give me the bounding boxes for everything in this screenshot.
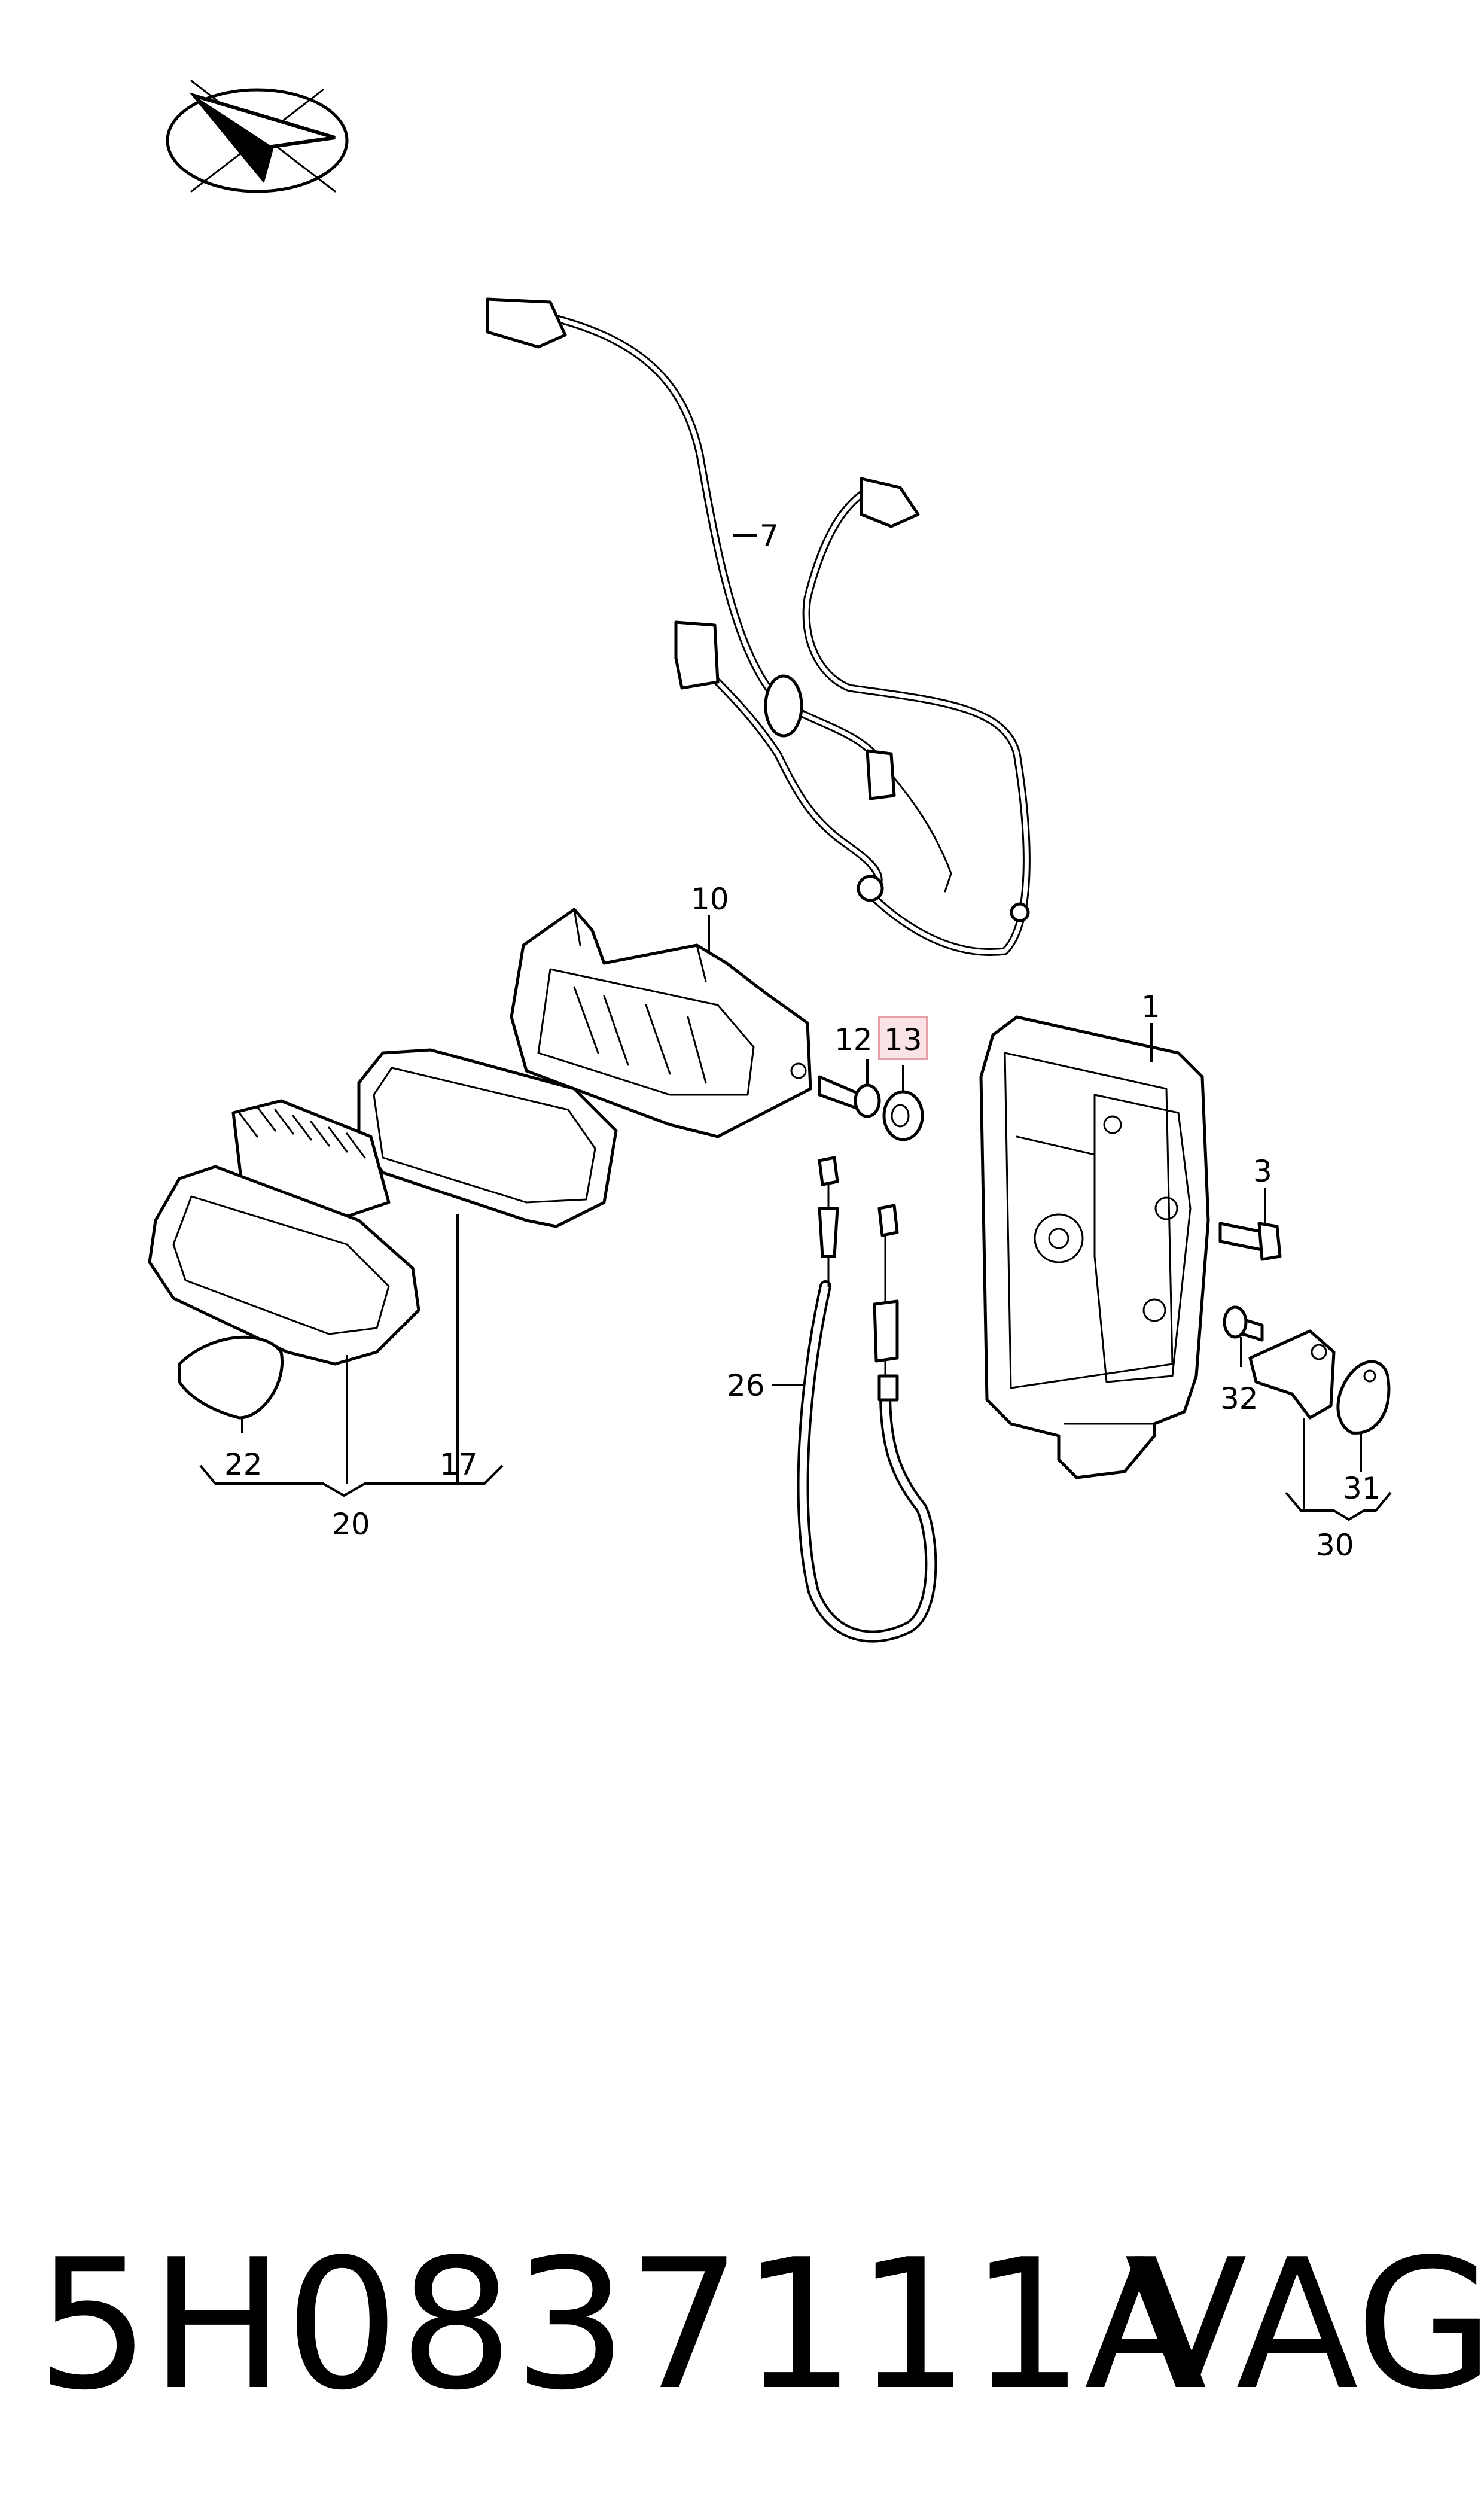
gasket-17	[357, 1048, 618, 1228]
label-3: 3	[1253, 1154, 1272, 1189]
label-10: 10	[691, 882, 729, 917]
label-12: 12	[834, 1022, 873, 1057]
orientation-arrow-icon	[166, 80, 349, 193]
door-handle	[148, 1099, 420, 1366]
label-17: 17	[440, 1447, 478, 1482]
label-13-highlight	[878, 1016, 928, 1060]
handle-carrier	[510, 908, 812, 1138]
label-26: 26	[727, 1368, 765, 1403]
brand-name: VAG	[1125, 2221, 1484, 2429]
screw-12	[818, 1075, 881, 1118]
group-bracket-20	[199, 1214, 504, 1497]
striker-plate	[1223, 1305, 1391, 1435]
washer-13	[882, 1090, 924, 1141]
group-bracket-30	[1285, 1418, 1392, 1521]
label-32: 32	[1220, 1381, 1258, 1416]
label-20: 20	[332, 1507, 370, 1542]
label-30: 30	[1316, 1528, 1354, 1563]
label-1: 1	[1141, 989, 1160, 1024]
wiring-harness	[486, 297, 1031, 956]
handle-cap	[178, 1335, 284, 1420]
door-lock	[979, 1015, 1210, 1479]
label-22: 22	[224, 1447, 263, 1482]
bolt-3	[1218, 1222, 1282, 1261]
bowden-cables	[797, 1156, 937, 1643]
label-31: 31	[1343, 1471, 1381, 1506]
part-number: 5H0837111A	[36, 2221, 1208, 2429]
label-7: 7	[760, 519, 779, 553]
label-13: 13	[884, 1022, 922, 1057]
